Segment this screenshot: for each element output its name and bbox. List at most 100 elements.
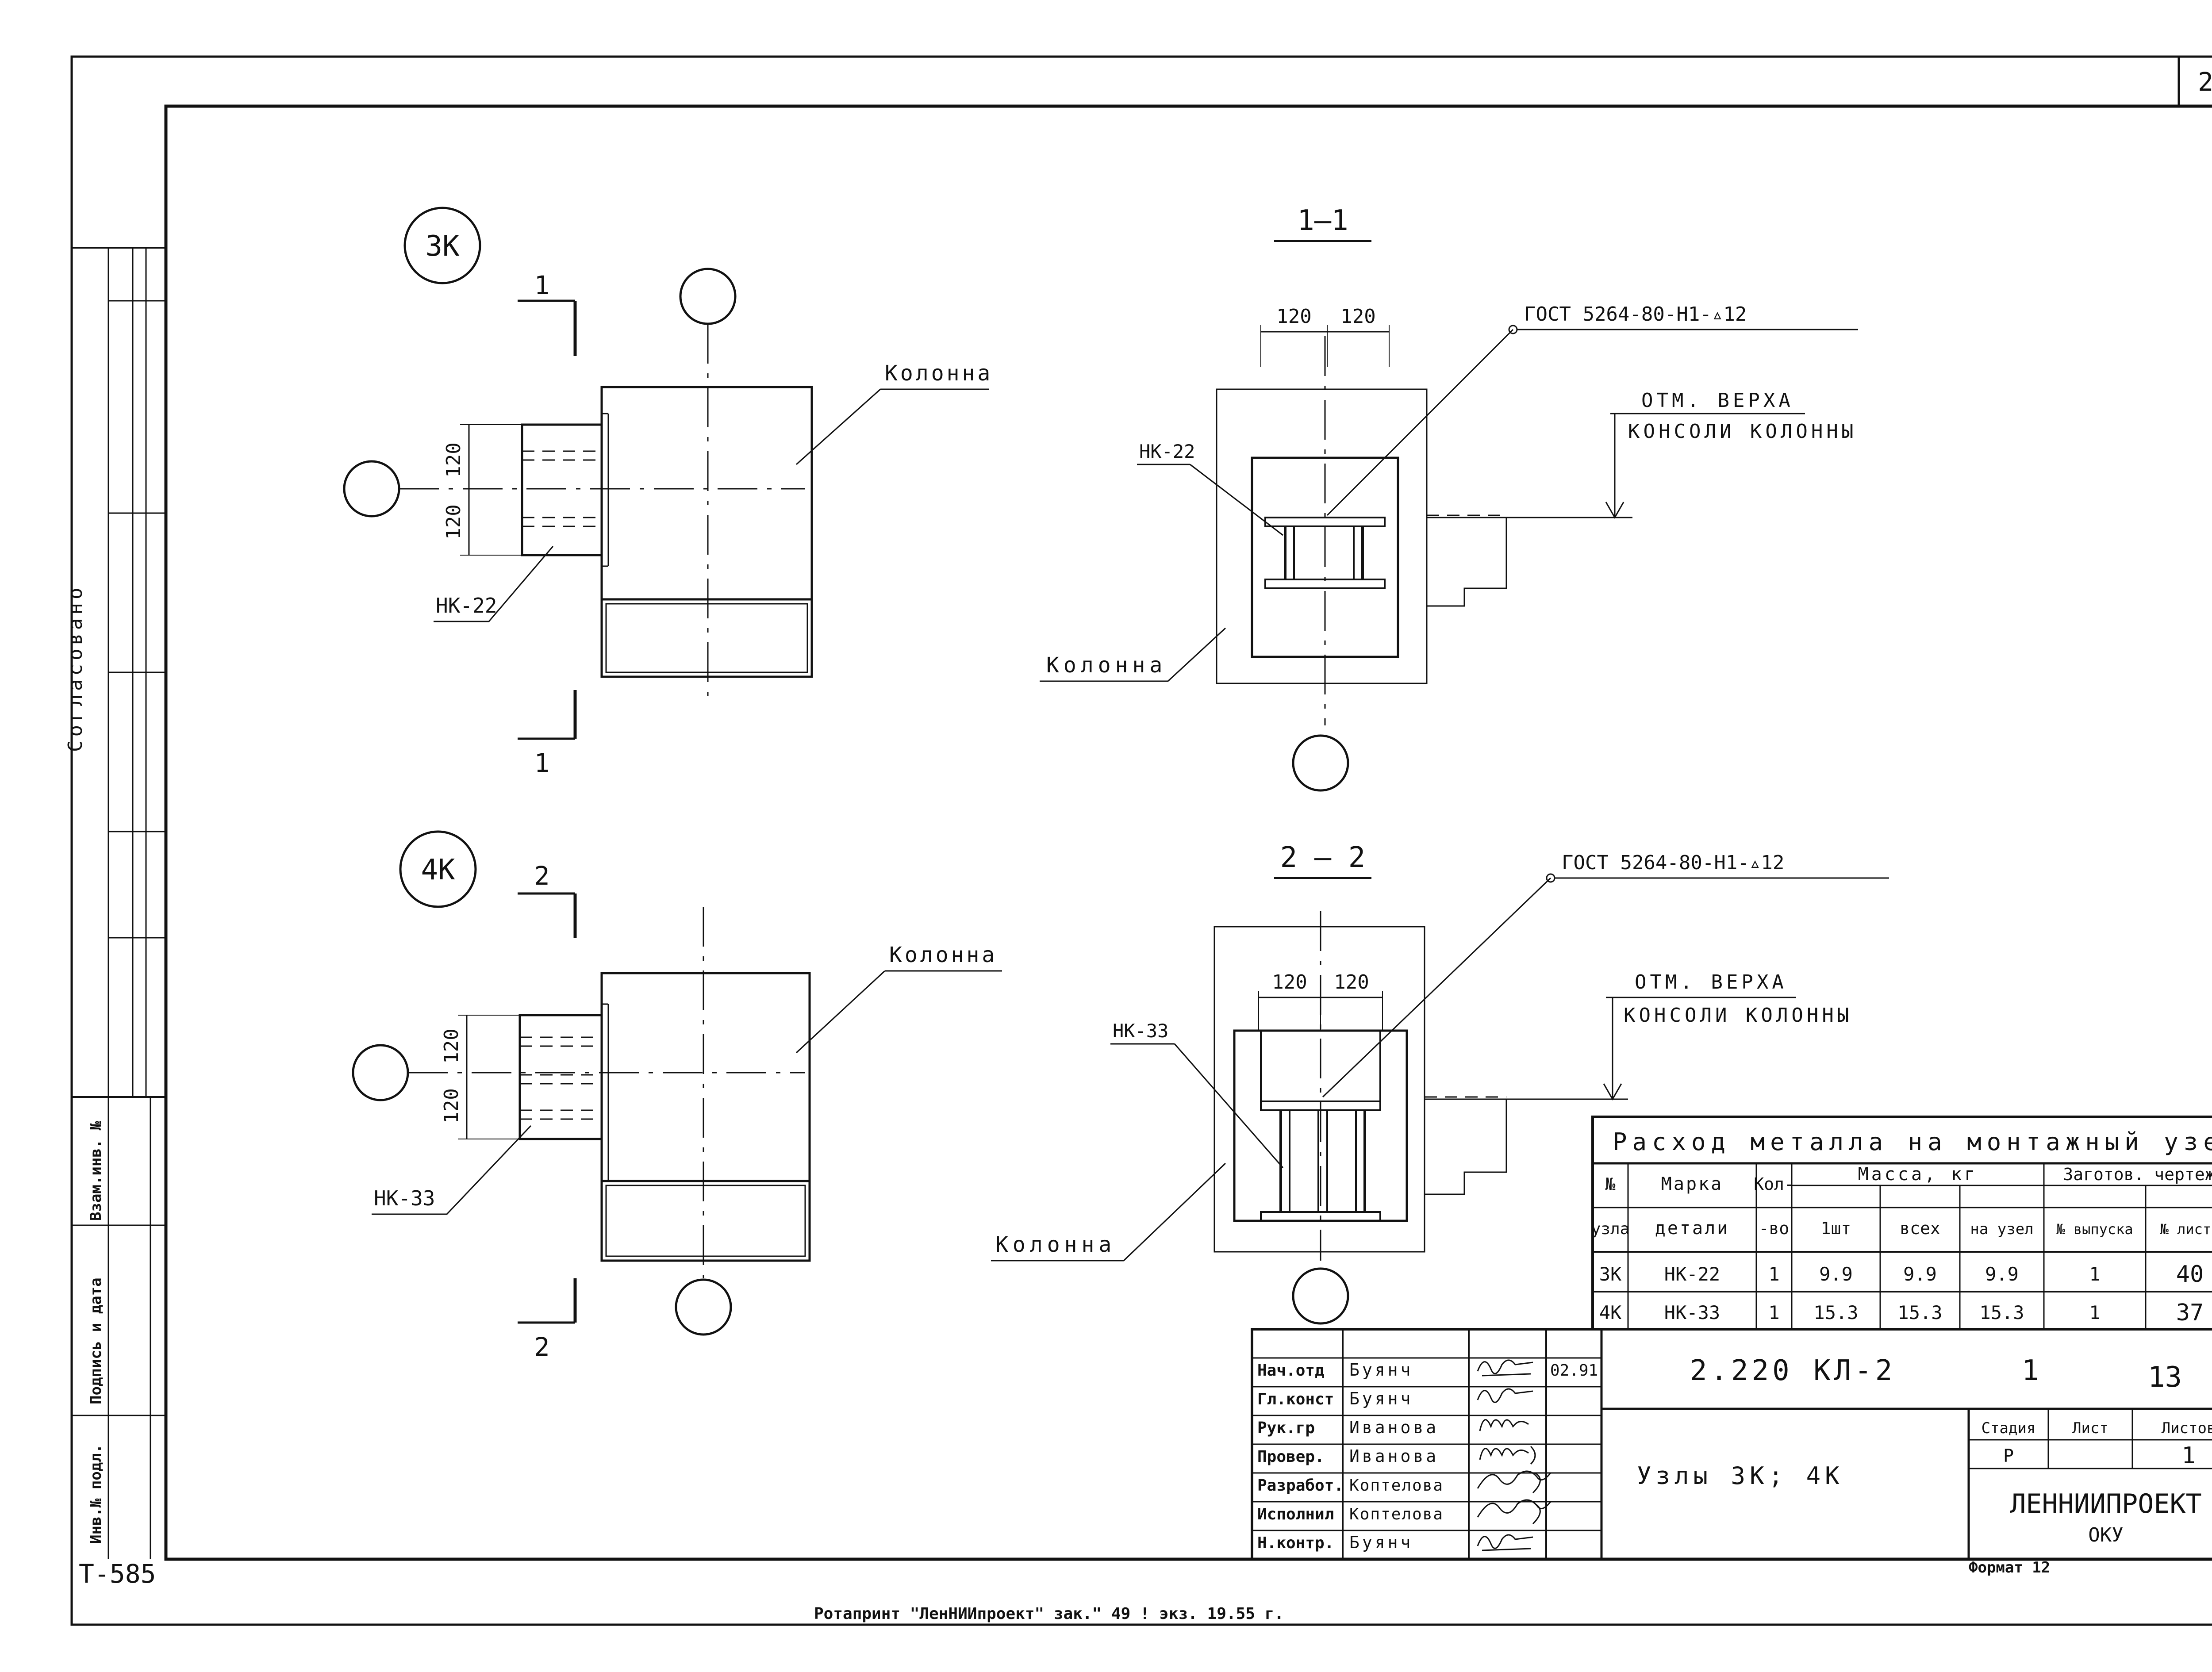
person-name: Иванова [1349, 1418, 1439, 1437]
label-column: Колонна [1046, 653, 1167, 678]
label-detail: НК-33 [374, 1186, 435, 1210]
node-3k-plan: 3К 1 1 120 120 Колонна [343, 207, 993, 778]
stage-value: Р [2003, 1446, 2014, 1466]
section-mark: 1 [534, 748, 550, 778]
axis-bubble [1292, 734, 1349, 792]
col-header-mass: Масса, кг [1858, 1164, 1978, 1185]
org-name: ЛЕННИИПРОЕКТ [2010, 1488, 2201, 1519]
inv-podl-label: Инв.№ подл. [87, 1444, 105, 1544]
table-cell: НК-33 [1664, 1302, 1720, 1323]
table-cell: 9.9 [1985, 1263, 2019, 1285]
signature [1477, 1534, 1533, 1551]
col-header-qty: -во [1759, 1219, 1790, 1238]
sheets-value: 1 [2181, 1442, 2195, 1469]
role-label: Исполнил [1257, 1505, 1334, 1523]
table-cell: 1 [2089, 1263, 2100, 1285]
bracket-nk22 [521, 423, 603, 556]
title-block: Нач.отд Гл.конст Рук.гр Провер. Разработ… [1251, 1328, 2212, 1576]
label-column: Колонна [889, 943, 997, 967]
left-approval-stamp: Согласовано Взам.инв. № Подпись и дата И… [64, 247, 166, 1559]
col-header-mark: детали [1655, 1218, 1730, 1239]
column-body [600, 972, 811, 1262]
axis-bubble [352, 1044, 409, 1101]
signature [1477, 1359, 1533, 1377]
format-label: Формат 12 [1969, 1559, 2050, 1576]
role-label: Рук.гр [1257, 1419, 1315, 1437]
axis-bubble [675, 1278, 732, 1336]
col-header-node: № [1605, 1174, 1616, 1194]
level-note: ОТМ. ВЕРХА [1635, 971, 1787, 993]
dim-label: 120 [1276, 305, 1311, 328]
role-label: Гл.конст [1257, 1390, 1334, 1408]
person-name: Коптелова [1349, 1476, 1444, 1495]
drawing-title: Узлы 3К; 4К [1637, 1462, 1844, 1490]
signature [1477, 1499, 1551, 1525]
section-title: 2 — 2 [1280, 841, 1366, 874]
person-name: Буянч [1349, 1533, 1413, 1552]
dim-label: 120 [442, 504, 465, 539]
col-header-mass-all: всех [1900, 1219, 1940, 1238]
person-name: Буянч [1349, 1360, 1413, 1380]
rotaprint-note: Ротапринт "ЛенНИИпроект" зак." 49 ! экз.… [814, 1605, 1284, 1623]
section-mark: 1 [534, 270, 550, 300]
table-cell: НК-22 [1664, 1263, 1720, 1285]
sheet-number: 29 [2198, 67, 2212, 97]
col-header-sheet: № листа [2160, 1221, 2212, 1238]
label-detail: НК-22 [1139, 441, 1195, 462]
table-cell: 9.9 [1819, 1263, 1853, 1285]
issue-number: 1 [2022, 1354, 2039, 1387]
org-dept: ОКУ [2088, 1524, 2123, 1546]
node-4k-plan: 4К 2 2 120 120 Колонна [352, 830, 1002, 1362]
axis-bubble [343, 460, 400, 518]
role-label: Н.контр. [1257, 1534, 1334, 1552]
axis-bubble [679, 268, 737, 325]
table-cell: 3К [1599, 1263, 1622, 1285]
table-cell: 1 [2089, 1302, 2100, 1323]
page-number: 13 [2148, 1361, 2182, 1394]
label-detail: НК-33 [1113, 1020, 1168, 1042]
dim-label: 120 [440, 1088, 463, 1123]
dim-label: 120 [1334, 971, 1369, 993]
section-1-1: 1—1 120 120 ГОСТ 5264-80-Н1-▵12 ОТМ. ВЕР… [1040, 204, 1858, 792]
table-cell: 1 [1768, 1263, 1779, 1285]
weld-note: ГОСТ 5264-80-Н1-▵12 [1524, 303, 1747, 326]
table-cell: 15.3 [1897, 1302, 1942, 1323]
stage-label: Стадия [1982, 1419, 2036, 1437]
role-label: Разработ. [1257, 1476, 1344, 1495]
label-column: Колонна [885, 361, 993, 386]
bracket-nk33 [518, 1014, 603, 1140]
section-title: 1—1 [1297, 204, 1348, 237]
weld-note: ГОСТ 5264-80-Н1-▵12 [1562, 851, 1784, 874]
label-detail: НК-22 [436, 594, 497, 617]
metal-table-title: Расход металла на монтажный узел [1613, 1128, 2212, 1156]
podpis-data-label: Подпись и дата [87, 1277, 105, 1404]
level-note: КОНСОЛИ КОЛОННЫ [1624, 1004, 1852, 1027]
date-value: 02.91 [1550, 1361, 1598, 1380]
col-header-issue: № выпуска [2056, 1221, 2133, 1238]
table-cell: 15.3 [1813, 1302, 1858, 1323]
table-cell: 9.9 [1903, 1263, 1937, 1285]
table-cell: 40 [2176, 1261, 2204, 1288]
table-cell: 37 [2176, 1300, 2204, 1326]
person-name: Коптелова [1349, 1505, 1444, 1523]
signature [1479, 1419, 1529, 1431]
section-2-2: 2 — 2 120 120 ГОСТ 5264-80-Н1-▵12 ОТМ. В… [991, 841, 1889, 1325]
sheets-label: Листов [2162, 1419, 2212, 1437]
dim-label: 120 [1272, 971, 1307, 993]
signature [1477, 1470, 1551, 1494]
sheet-label: Лист [2072, 1419, 2108, 1437]
role-label: Нач.отд [1257, 1361, 1325, 1380]
node-3k-marker-circle [403, 207, 481, 284]
col-header-node: узла [1591, 1220, 1630, 1238]
role-label: Провер. [1257, 1448, 1325, 1466]
axis-bubble [1292, 1267, 1349, 1325]
signature [1477, 1388, 1533, 1403]
soglasovano-label: Согласовано [64, 584, 87, 752]
bottom-left-code: Т-585 [79, 1559, 156, 1589]
node-4k-marker-circle [399, 830, 477, 908]
sheet-frame: 29 Т-585 Ротапринт "ЛенНИИпроект" зак." … [70, 55, 2212, 1626]
col-header-mark: Марка [1661, 1174, 1723, 1194]
table-cell: 1 [1768, 1302, 1779, 1323]
table-cell: 4К [1599, 1302, 1622, 1323]
